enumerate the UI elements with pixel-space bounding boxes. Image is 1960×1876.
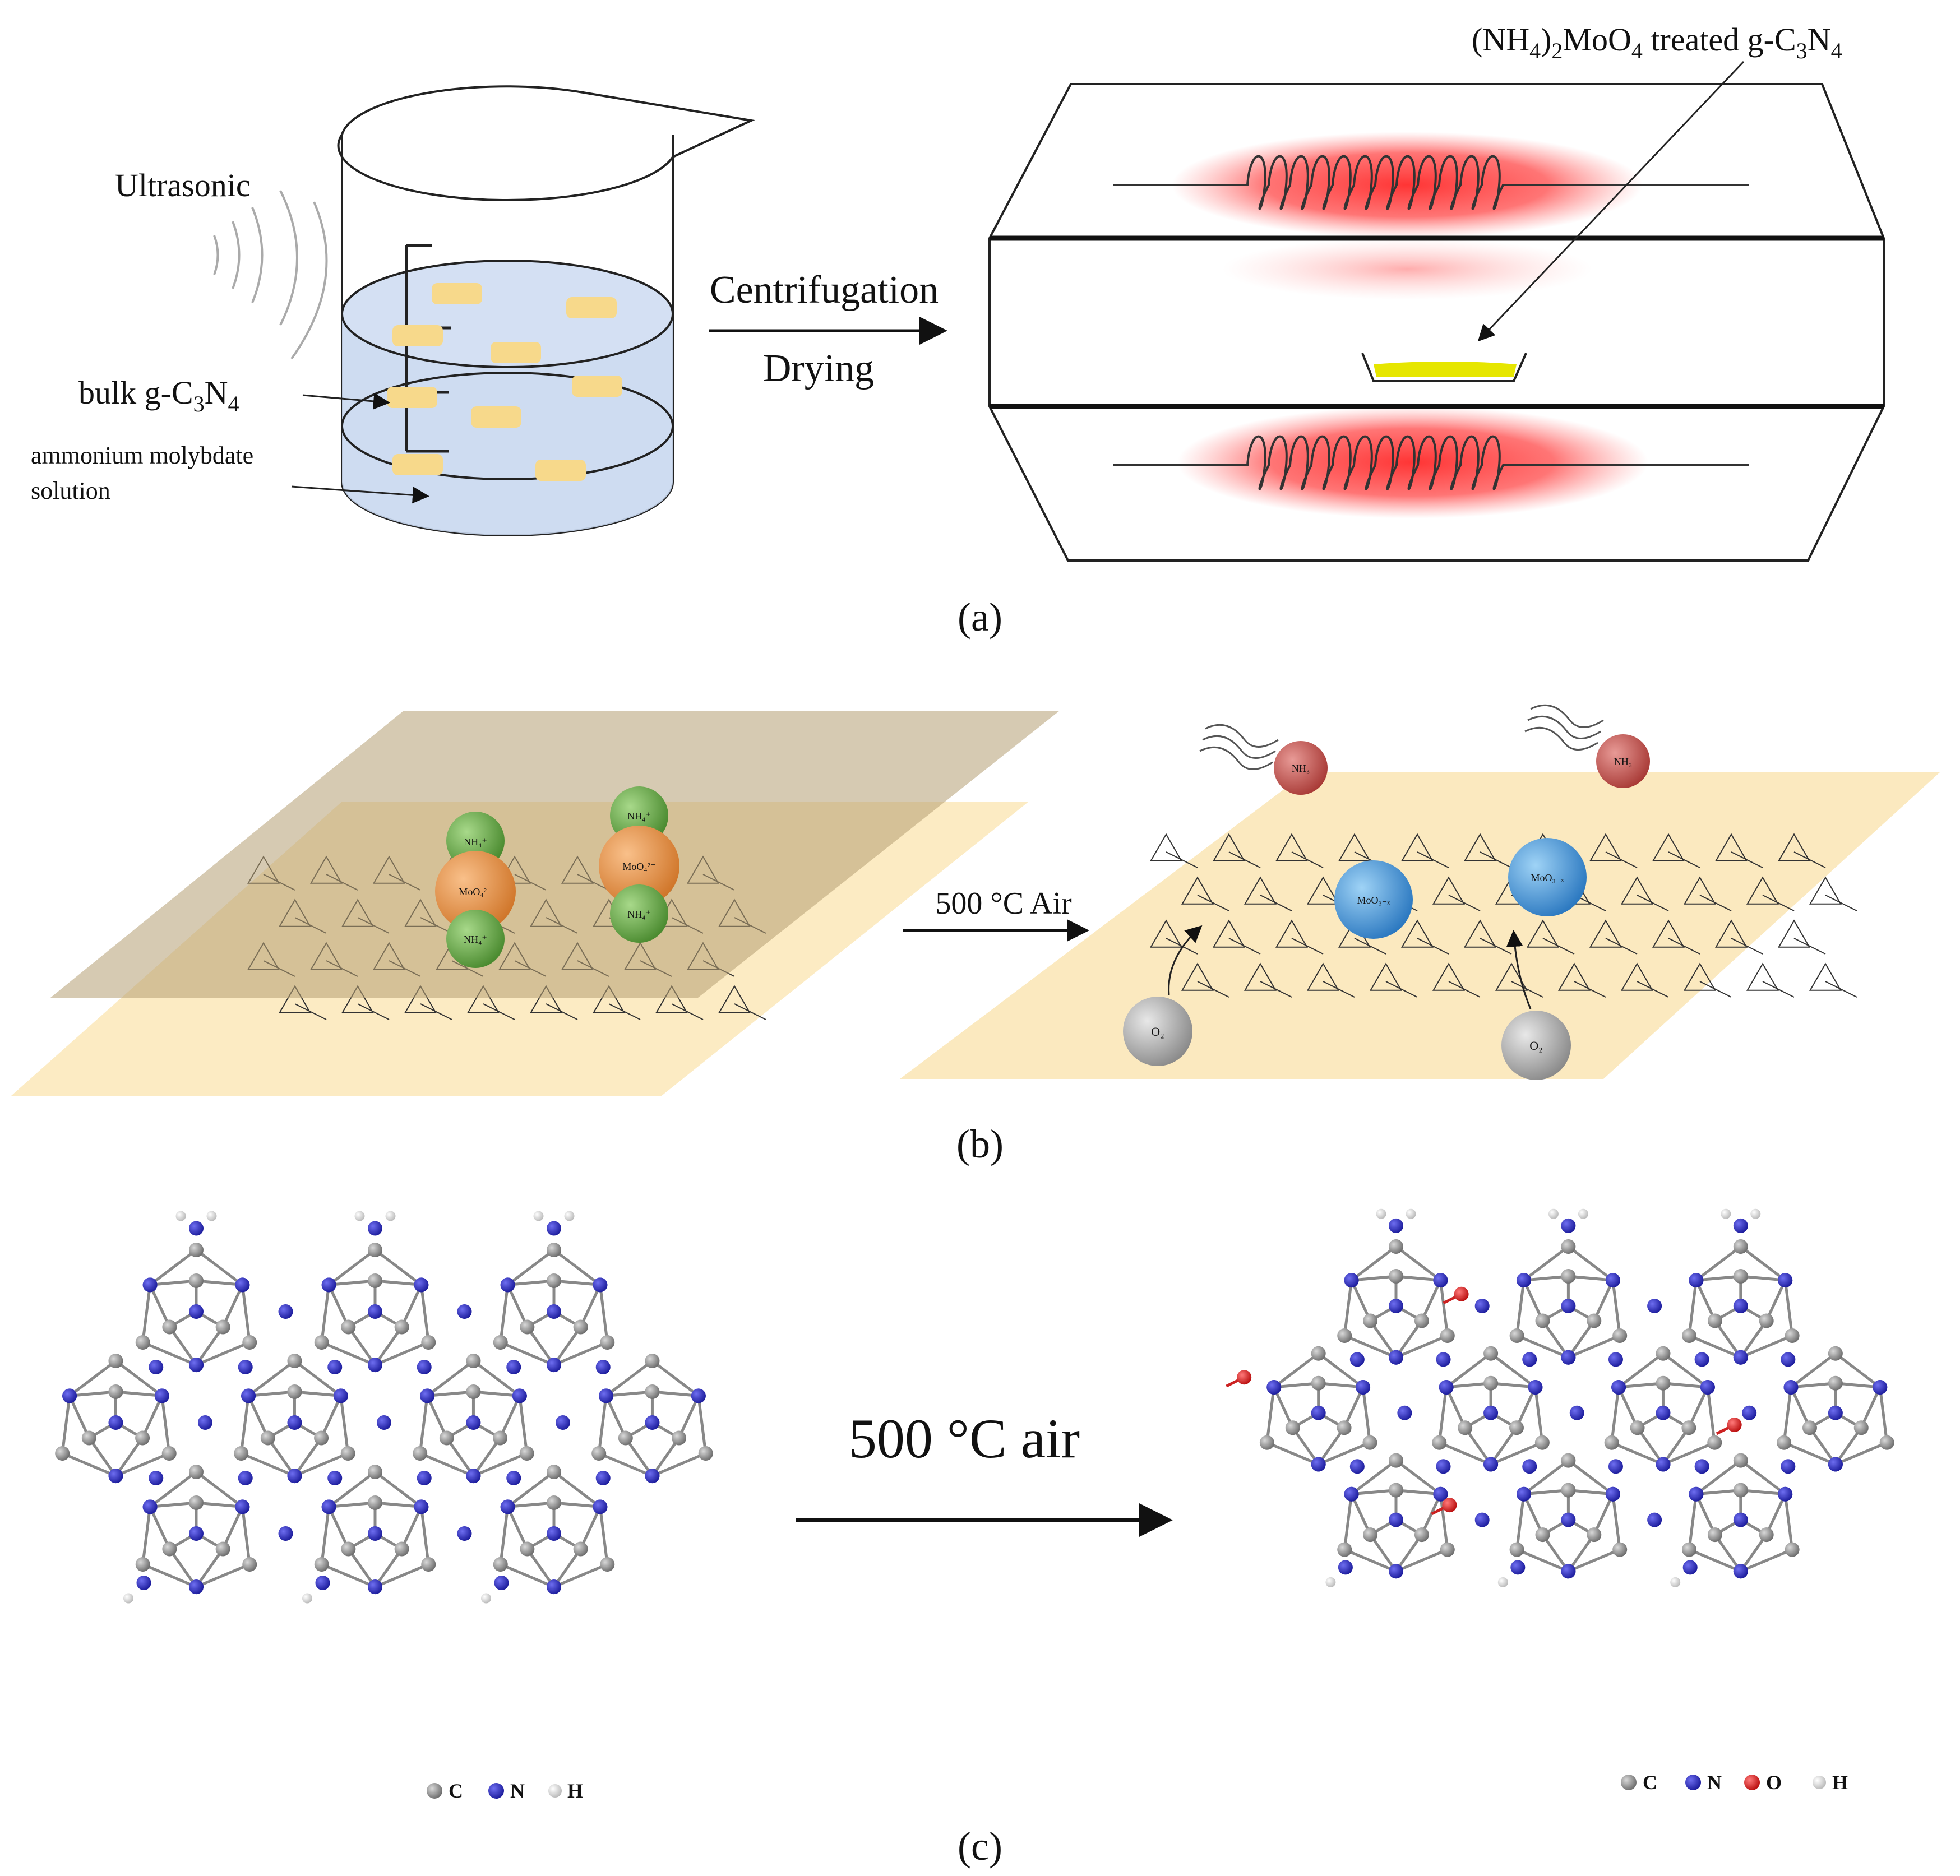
svg-text:C: C [1643, 1771, 1657, 1794]
svg-text:NH₄⁺: NH₄⁺ [627, 909, 651, 920]
svg-text:NH₃: NH₃ [1614, 756, 1632, 767]
panel-c: 500 °C air C N H C N O H (c) [55, 1208, 1894, 1869]
svg-text:MoO₃₋ₓ: MoO₃₋ₓ [1357, 895, 1390, 906]
panel-a: Ultrasonic bulk g-C3N4 [31, 21, 1885, 640]
svg-text:N: N [510, 1780, 525, 1802]
sample-boat [1361, 353, 1527, 382]
svg-text:C: C [449, 1780, 463, 1802]
svg-text:NH₄⁺: NH₄⁺ [464, 836, 487, 847]
o2-molecule-1: O₂ [1123, 925, 1203, 1066]
panel-b: NH₄⁺ MoO₄²⁻ NH₄⁺ NH₄⁺ MoO₄²⁻ NH₄⁺ 500 °C… [11, 704, 1940, 1166]
ion-stack-2: NH₄⁺ MoO₄²⁻ NH₄⁺ [599, 786, 679, 943]
solution-label-line2: solution [31, 477, 110, 504]
treated-label: (NH4)2MoO4 treated g-C3N4 [1472, 21, 1842, 63]
centrifugation-label: Centrifugation [710, 268, 939, 312]
heating-coil-bottom [1113, 435, 1749, 490]
tube-furnace [988, 83, 1885, 562]
svg-text:O₂: O₂ [1151, 1025, 1164, 1039]
bulk-flakes [387, 283, 622, 481]
svg-text:N: N [1707, 1771, 1722, 1794]
drying-label: Drying [763, 347, 874, 390]
panel-b-label: (b) [956, 1122, 1004, 1166]
o2-molecule-2: O₂ [1501, 930, 1571, 1080]
ultrasonic-label: Ultrasonic [115, 167, 251, 203]
gcn-structure-pristine [55, 1211, 713, 1604]
nh3-release-1: NH₃ [1199, 724, 1328, 795]
solution-label-line1: ammonium molybdate [31, 442, 253, 469]
nh3-release-2: NH₃ [1524, 704, 1650, 788]
svg-text:NH₃: NH₃ [1292, 763, 1310, 774]
bulk-label: bulk g-C3N4 [78, 374, 239, 416]
ion-stack-1: NH₄⁺ MoO₄²⁻ NH₄⁺ [435, 812, 516, 968]
arrow-c-label: 500 °C air [849, 1407, 1080, 1470]
moo3-particle-2: MoO₃₋ₓ [1508, 838, 1587, 916]
legend-right: C N O H [1621, 1771, 1848, 1794]
heating-coil-top [1113, 155, 1749, 210]
moo3-particle-1: MoO₃₋ₓ [1334, 860, 1413, 939]
cn-network-right [1149, 833, 1857, 998]
svg-text:H: H [567, 1780, 583, 1802]
treated-pointer [1477, 61, 1745, 342]
cn-sheet-top [50, 711, 1060, 998]
svg-text:NH₄⁺: NH₄⁺ [627, 810, 651, 822]
ultrasonic-waves-icon [213, 190, 328, 360]
bulk-pointer [302, 392, 390, 410]
svg-text:MoO₄²⁻: MoO₄²⁻ [622, 861, 655, 872]
gcn-structure-oxidized [1226, 1208, 1894, 1587]
solution-pointer [291, 485, 429, 504]
panel-c-label: (c) [958, 1824, 1002, 1869]
svg-text:NH₄⁺: NH₄⁺ [464, 934, 487, 945]
svg-text:O: O [1766, 1771, 1782, 1794]
svg-text:H: H [1832, 1771, 1848, 1794]
arrow-b-label: 500 °C Air [935, 886, 1072, 921]
svg-text:O₂: O₂ [1529, 1039, 1543, 1053]
panel-a-label: (a) [958, 595, 1002, 640]
svg-text:MoO₃₋ₓ: MoO₃₋ₓ [1531, 872, 1564, 883]
svg-text:MoO₄²⁻: MoO₄²⁻ [459, 886, 492, 897]
legend-left: C N H [427, 1780, 583, 1802]
